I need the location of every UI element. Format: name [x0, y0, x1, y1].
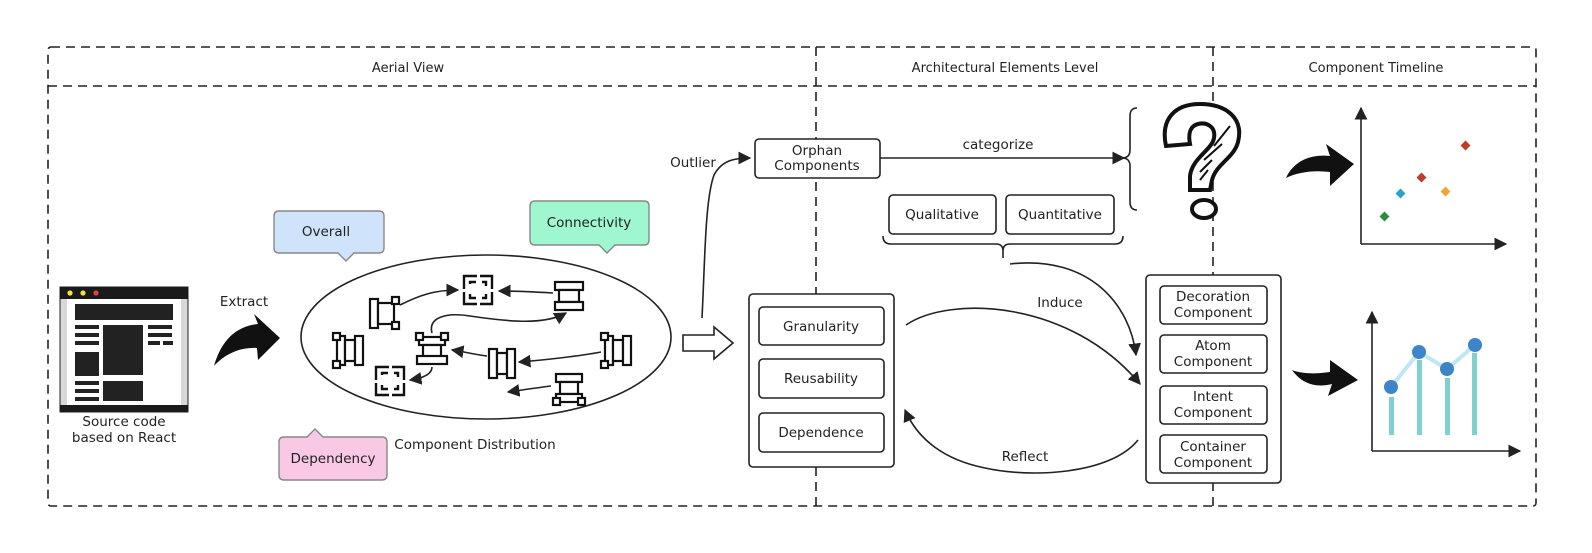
component-icon [599, 331, 633, 370]
component-icon [487, 347, 517, 380]
qualitative-box [888, 194, 997, 235]
atom-component-line1: Atom [1195, 338, 1231, 354]
bar-line-chart-icon [1365, 310, 1522, 458]
bar [1445, 378, 1450, 435]
connectivity-callout: Connectivity [529, 200, 650, 254]
granularity-label: Granularity [783, 319, 859, 335]
induce-label: Induce [1037, 295, 1082, 311]
granularity-box [758, 306, 885, 346]
induce-arrow [905, 307, 1141, 385]
extract-label: Extract [220, 294, 268, 310]
dependency-callout: Dependency [278, 428, 388, 481]
curved-arrow-icon [1292, 360, 1358, 396]
qualitative-label: Qualitative [905, 207, 979, 223]
scatter-point [1460, 140, 1471, 151]
source-code-label-line2: based on React [72, 430, 176, 446]
bar [1472, 353, 1477, 435]
quantitative-label: Quantitative [1018, 207, 1102, 223]
browser-window-icon [59, 286, 189, 413]
overall-callout: Overall [273, 210, 385, 262]
right-brace [1121, 107, 1138, 211]
container-component-line2: Component [1174, 455, 1252, 471]
outlier-label: Outlier [670, 155, 716, 171]
scatter-point [1379, 211, 1390, 222]
component-glyphs [331, 274, 633, 407]
orphan-label-line1: Orphan [792, 143, 842, 159]
orphan-label-line2: Components [774, 158, 859, 174]
categorize-to-types-arrow [1009, 262, 1141, 357]
question-mark-icon [1162, 101, 1242, 220]
trend-line [1389, 343, 1477, 389]
component-icon [551, 372, 587, 407]
component-distribution-label: Component Distribution [394, 437, 555, 453]
fragment-icon [374, 365, 406, 397]
trend-point [1412, 345, 1426, 359]
intent-component-line1: Intent [1193, 389, 1233, 405]
curved-arrow-icon [214, 314, 280, 366]
reflect-label: Reflect [1002, 449, 1049, 465]
connectivity-label: Connectivity [547, 215, 632, 231]
overall-label: Overall [302, 224, 350, 240]
intent-component-line2: Component [1174, 405, 1252, 421]
decoration-component-line1: Decoration [1176, 289, 1250, 305]
header-component-timeline: Component Timeline [1309, 61, 1444, 76]
outer-frame [47, 46, 1537, 507]
scatter-point [1440, 186, 1451, 197]
scatter-plot-icon [1354, 106, 1508, 251]
reusability-label: Reusability [784, 371, 858, 387]
atom-component-line2: Component [1174, 354, 1252, 370]
bar [1389, 397, 1394, 435]
reusability-box [758, 358, 885, 399]
quantitative-box [1005, 194, 1115, 235]
component-icon [331, 331, 365, 370]
outlier-arrow [701, 151, 752, 319]
reflect-arrow [903, 408, 1139, 474]
component-icon [414, 331, 450, 366]
dependency-label: Dependency [291, 451, 376, 467]
header-aerial-view: Aerial View [372, 61, 445, 76]
source-code-label-line1: Source code [82, 414, 165, 430]
trend-point [1468, 338, 1482, 352]
dependence-label: Dependence [778, 425, 863, 441]
curved-arrow-icon [1286, 144, 1354, 186]
trend-point [1384, 380, 1398, 394]
hollow-arrow-icon [682, 325, 735, 361]
scatter-point [1416, 172, 1427, 183]
header-architectural-elements-level: Architectural Elements Level [912, 61, 1099, 76]
component-icon [368, 295, 401, 331]
trend-point [1440, 362, 1454, 376]
fragment-icon [462, 274, 494, 306]
component-type-item: Intent Component [1159, 385, 1268, 425]
component-type-item: Atom Component [1159, 334, 1268, 374]
component-icon [553, 280, 585, 312]
component-type-item: Decoration Component [1159, 285, 1268, 325]
component-type-item: Container Component [1159, 434, 1268, 474]
scatter-point [1395, 188, 1406, 199]
dependence-box [758, 412, 885, 453]
container-component-line1: Container [1180, 439, 1246, 455]
bar [1417, 360, 1422, 435]
component-types-panel [1145, 274, 1282, 484]
bottom-brace [882, 235, 1124, 258]
decoration-component-line2: Component [1174, 305, 1252, 321]
categorize-label: categorize [963, 137, 1034, 153]
